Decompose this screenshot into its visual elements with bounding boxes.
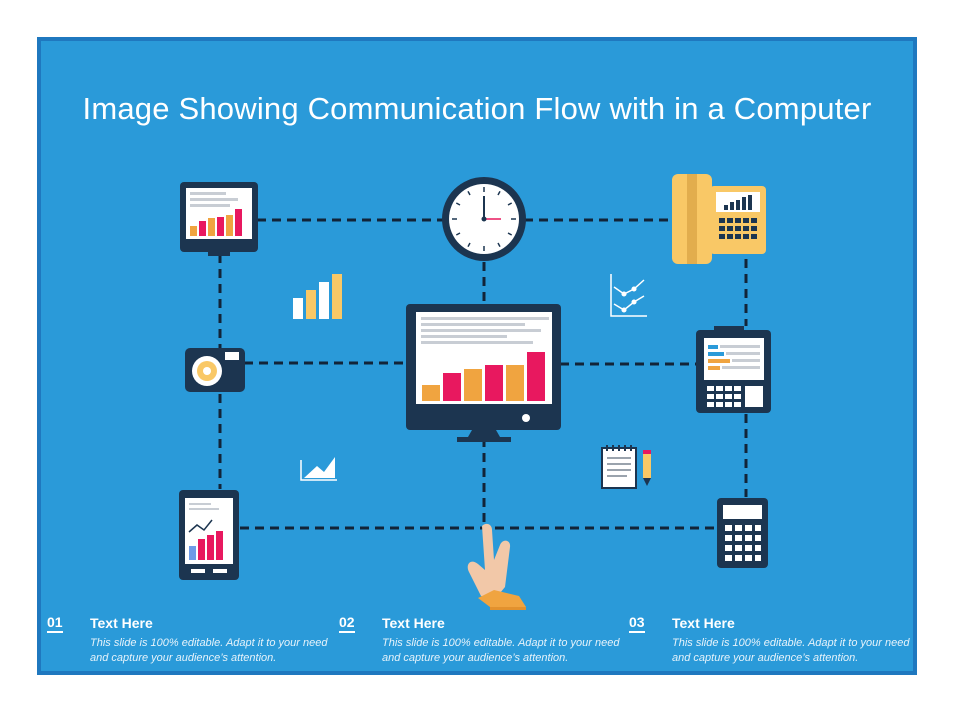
item-number: 02 (339, 614, 355, 633)
item-number: 01 (47, 614, 63, 633)
wall-clock-icon (442, 177, 526, 261)
item-number: 03 (629, 614, 645, 633)
fax-machine-icon (696, 326, 771, 413)
slide-title: Image Showing Communication Flow with in… (82, 91, 872, 126)
calculator-icon (717, 498, 768, 568)
camera-icon (185, 348, 245, 392)
bar-chart-icon (293, 274, 342, 319)
item-description: This slide is 100% editable. Adapt it to… (382, 637, 620, 664)
slide-frame: Image Showing Communication Flow with in… (37, 37, 917, 675)
item-description: This slide is 100% editable. Adapt it to… (672, 637, 910, 664)
item-heading: Text Here (382, 615, 445, 631)
notepad-pencil-icon (601, 445, 651, 489)
desk-phone-icon (672, 174, 766, 264)
communication-flow-diagram (179, 174, 771, 610)
growth-chart-icon (300, 457, 337, 481)
desktop-monitor-chart-icon (406, 304, 561, 442)
tablet-chart-icon (179, 490, 239, 580)
item-description: This slide is 100% editable. Adapt it to… (90, 637, 328, 664)
line-graph-icon (610, 274, 647, 317)
item-heading: Text Here (90, 615, 153, 631)
monitor-chart-icon (180, 182, 258, 256)
connector-lines (218, 218, 748, 530)
item-heading: Text Here (672, 615, 735, 631)
pointing-hand-icon (467, 523, 526, 610)
